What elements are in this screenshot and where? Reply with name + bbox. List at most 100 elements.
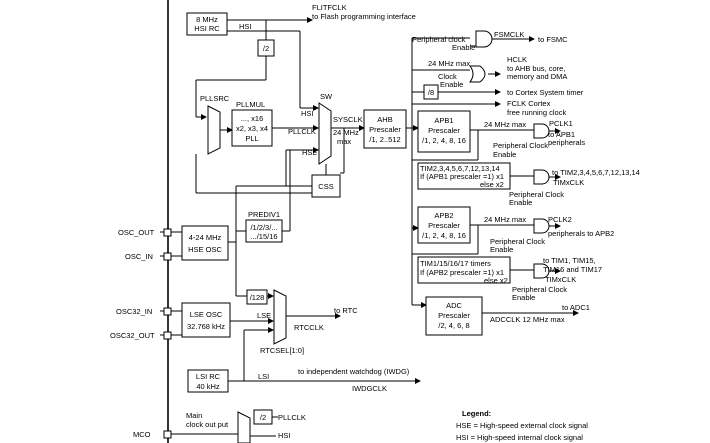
tim2-en-label: Enable <box>512 293 535 302</box>
div128-label: /128 <box>250 293 265 302</box>
sw-hsi-label: HSI <box>301 109 314 118</box>
ahb-line1: AHB <box>377 115 392 124</box>
pclk2-label: PCLK2 <box>548 215 572 224</box>
mco-pin <box>163 430 172 439</box>
tim2-line2: If (APB2 prescaler =1) x1 <box>420 268 504 277</box>
osc32-in-pin <box>163 307 172 316</box>
mco-pllclk-label: PLLCLK <box>278 413 306 422</box>
mco-label: MCO <box>133 430 151 439</box>
hclk-title: HCLK <box>507 55 527 64</box>
iwdgclk-label: IWDGCLK <box>352 384 387 393</box>
fsmclk-label: FSMCLK <box>494 30 524 39</box>
pllmul-line3: PLL <box>245 134 258 143</box>
rtcsel-mux <box>273 289 287 345</box>
mco-hsi-label: HSI <box>278 431 291 440</box>
tim1-timx: TIMxCLK <box>553 178 584 187</box>
hclk-enable-label: Enable <box>440 80 463 89</box>
rtcsel-label: RTCSEL[1:0] <box>260 346 304 355</box>
tim2-gate <box>533 169 550 185</box>
tim2-timx: TIMxCLK <box>545 275 576 284</box>
tim2-line3: else x2 <box>484 276 508 285</box>
fsmc-gate <box>475 30 493 48</box>
pllmul-line1: ..., x16 <box>241 114 264 123</box>
legend-hsi: HSI = High-speed internal clock signal <box>456 433 583 442</box>
hse-line2: HSE OSC <box>188 245 222 254</box>
pclk2-gate <box>533 218 550 234</box>
hclk-dest1: to AHB bus, core, <box>507 64 565 73</box>
pclk1-gate <box>533 123 550 139</box>
tim-apb1-multiplier <box>417 162 511 190</box>
fclk-line1: FCLK Cortex <box>507 99 551 108</box>
sysclk-max1: 24 MHz <box>333 128 359 137</box>
apb2-line3: /1, 2, 4, 8, 16 <box>422 231 466 240</box>
div128-block <box>246 289 268 305</box>
mco-div2-label: /2 <box>260 413 266 422</box>
legend-hse: HSE = High-speed external clock signal <box>456 421 588 430</box>
flit-label: FLITFCLK <box>312 3 347 12</box>
mco-main1: Main <box>186 411 202 420</box>
apb2-pc-label: Peripheral Clock <box>490 237 545 246</box>
iwdg-dest: to independent watchdog (IWDG) <box>298 367 410 376</box>
ahb-prescaler-block <box>363 109 407 149</box>
apb1-dest1: to APB1 <box>548 130 575 139</box>
apb2-dest: peripherals to APB2 <box>548 229 614 238</box>
tim1-line2: If (APB1 prescaler =1) x1 <box>420 172 504 181</box>
prediv-line2: .../15/16 <box>250 232 277 241</box>
tim-apb2-multiplier <box>417 256 511 284</box>
apb2-line2: Prescaler <box>428 221 460 230</box>
apb1-en-label: Enable <box>493 150 516 159</box>
cortex-div8-label: /8 <box>428 88 434 97</box>
osc-in-label: OSC_IN <box>125 252 153 261</box>
tim2-dest1: to TIM1, TIM15, <box>543 256 596 265</box>
flit-dest: to Flash programming interface <box>312 12 416 21</box>
css-label: CSS <box>318 182 333 191</box>
sw-mux <box>318 102 332 165</box>
lsi-line1: LSI RC <box>196 372 221 381</box>
hsi-line2: HSI RC <box>194 24 220 33</box>
adc-line1: ADC <box>446 301 462 310</box>
pll-block <box>231 109 273 147</box>
adc-prescaler-block <box>425 296 483 336</box>
apb1-pc-label: Peripheral Clock <box>493 141 548 150</box>
hclk-gate <box>469 65 486 83</box>
hclk-clock-label: Clock <box>438 72 457 81</box>
apb1-line1: APB1 <box>434 116 453 125</box>
hsi-out-label: HSI <box>239 22 252 31</box>
sw-label: SW <box>320 92 333 101</box>
prediv-title: PREDIV1 <box>248 210 280 219</box>
apb2-line1: APB2 <box>434 211 453 220</box>
fsmc-peripheral-label: Peripheral clock <box>412 35 466 44</box>
tim1-line3: else x2 <box>480 180 504 189</box>
fsmc-dest: to FSMC <box>538 35 568 44</box>
sw-hse-label: HSE <box>302 148 317 157</box>
apb1-prescaler-block <box>417 110 471 153</box>
osc32-out-pin <box>163 331 172 340</box>
apb1-dest2: peripherals <box>548 138 585 147</box>
adcclk-label: ADCCLK 12 MHz max <box>490 315 565 324</box>
tim1-dest: to TIM2,3,4,5,6,7,12,13,14 <box>552 168 640 177</box>
pclk1-label: PCLK1 <box>549 119 573 128</box>
rtc-dest: to RTC <box>334 306 358 315</box>
lse-line2: 32.768 kHz <box>187 322 225 331</box>
osc-in-pin <box>163 252 172 261</box>
rtcclk-label: RTCCLK <box>294 323 324 332</box>
osc32-in-label: OSC32_IN <box>116 307 152 316</box>
tim1-en-label: Enable <box>509 198 532 207</box>
hclk-max: 24 MHz max <box>428 59 470 68</box>
tim2-dest2: TIM16 and TIM17 <box>543 265 602 274</box>
tim2-line1: TIM1/15/16/17 timers <box>420 259 491 268</box>
adc-dest: to ADC1 <box>562 303 590 312</box>
fsmc-enable-label: Enable <box>452 43 475 52</box>
apb2-max: 24 MHz max <box>484 215 526 224</box>
pllmul-line2: x2, x3, x4 <box>236 124 268 133</box>
hsi-div2-label: /2 <box>263 44 269 53</box>
sysclk-label: SYSCLK <box>333 115 363 124</box>
apb1-max: 24 MHz max <box>484 120 526 129</box>
lse-out-label: LSE <box>257 311 271 320</box>
legend-title: Legend: <box>462 409 491 418</box>
lse-line1: LSE OSC <box>190 310 223 319</box>
cortex-dest: to Cortex System timer <box>507 88 584 97</box>
lsi-out-label: LSI <box>258 372 269 381</box>
osc-out-label: OSC_OUT <box>118 228 155 237</box>
